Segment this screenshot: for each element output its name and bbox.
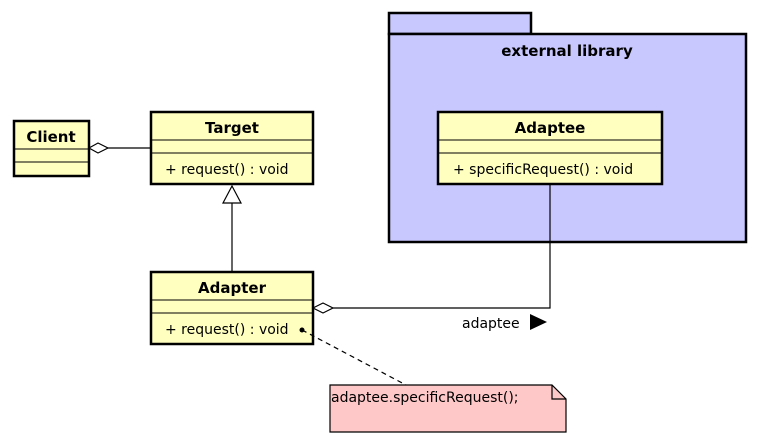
- note-folded-corner-icon: [551, 385, 566, 400]
- aggregation-diamond-icon: [311, 302, 335, 314]
- class-name: Adapter: [198, 279, 267, 297]
- class-adaptee[interactable]: Adaptee + specificRequest() : void: [436, 110, 664, 186]
- note-text: adaptee.specificRequest();: [331, 390, 519, 406]
- class-operation: + request() : void: [165, 162, 289, 178]
- aggregation-diamond-icon: [87, 142, 110, 154]
- aggregation-client-target[interactable]: [87, 142, 151, 154]
- class-name: Target: [205, 119, 259, 137]
- note-connector: [301, 329, 407, 386]
- package-title: external library: [501, 42, 633, 60]
- association-role-label: adaptee: [462, 316, 520, 332]
- association-adapter-adaptee[interactable]: adaptee: [311, 184, 551, 332]
- inheritance-triangle-icon: [222, 184, 242, 204]
- class-box: [149, 110, 315, 186]
- class-name: Client: [26, 128, 75, 146]
- note-implementation[interactable]: adaptee.specificRequest();: [329, 384, 567, 433]
- note-shape: [329, 384, 567, 433]
- anchor-dot-icon: [299, 327, 305, 333]
- generalization-adapter-target[interactable]: [222, 184, 242, 272]
- filled-triangle-right-icon: [530, 314, 547, 330]
- class-name: Adaptee: [515, 119, 586, 137]
- class-box: [149, 270, 315, 346]
- class-box: [436, 110, 664, 186]
- class-adapter[interactable]: Adapter + request() : void: [149, 270, 315, 346]
- class-client[interactable]: Client: [12, 119, 91, 178]
- note-anchor: [299, 327, 407, 386]
- association-line: [333, 184, 551, 309]
- class-operation: + specificRequest() : void: [453, 162, 633, 178]
- package-tab: [387, 11, 533, 36]
- class-operation: + request() : void: [165, 322, 289, 338]
- class-target[interactable]: Target + request() : void: [149, 110, 315, 186]
